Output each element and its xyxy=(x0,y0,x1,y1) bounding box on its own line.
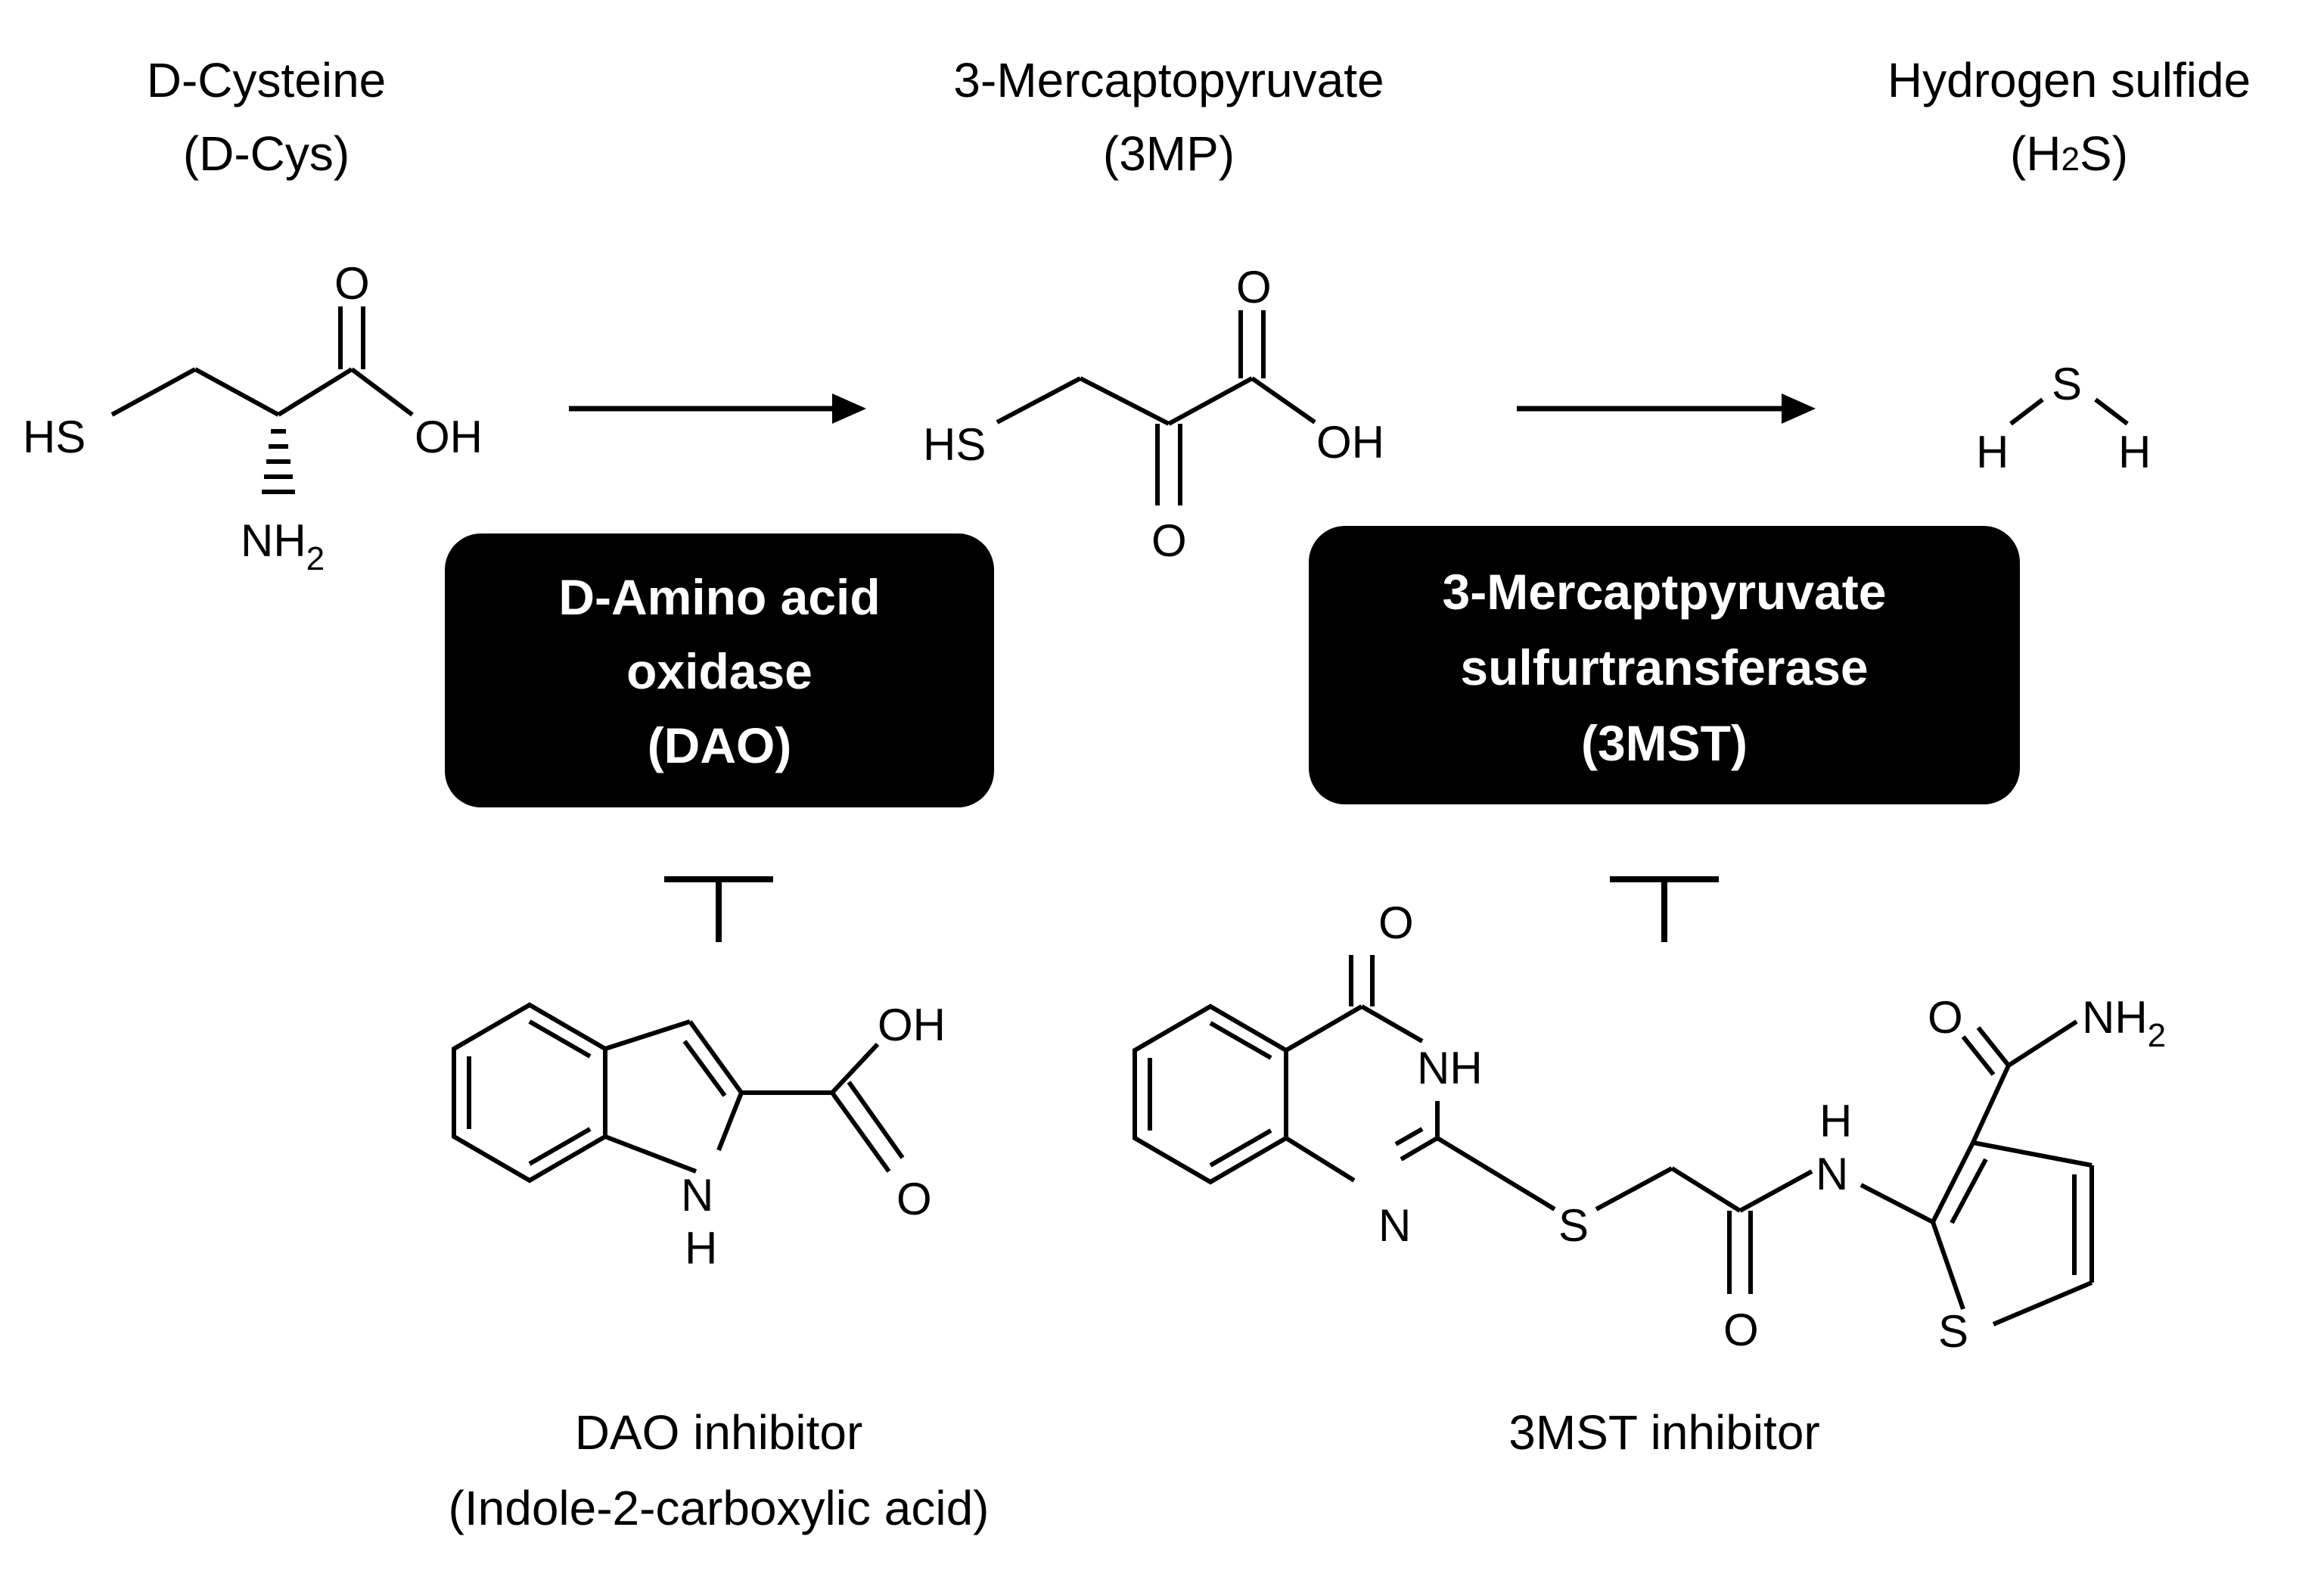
h2s-name: Hydrogen sulfide xyxy=(1887,53,2251,107)
reaction-arrow-2 xyxy=(1517,393,1816,424)
mst-o-carbonyl-atom: O xyxy=(1378,897,1414,948)
mp3-name: 3-Mercaptopyruvate xyxy=(953,53,1384,107)
h2s-h-right-atom: H xyxy=(2118,427,2151,477)
indole-o-atom: O xyxy=(896,1174,932,1224)
mst-inhibitor-caption: 3MST inhibitor xyxy=(1508,1405,1819,1460)
h2s-h-left-atom: H xyxy=(1976,427,2009,477)
mst-nh-atom: NH xyxy=(1417,1043,1483,1093)
mst-enzyme-box: 3-Mercaptpyruvate sulfurtransferase (3MS… xyxy=(1309,526,2020,804)
mp3-o-top-atom: O xyxy=(1236,262,1272,313)
h2s-structure xyxy=(2009,397,2129,426)
dcys-oh-atom: OH xyxy=(415,412,483,462)
mst-line2: sulfurtransferase xyxy=(1460,639,1868,695)
indole-oh-atom: OH xyxy=(878,1000,946,1050)
mp3-oh-atom: OH xyxy=(1316,417,1384,468)
indole-h-atom: H xyxy=(685,1223,717,1274)
dao-inhibitor-caption-2: (Indole-2-carboxylic acid) xyxy=(449,1481,990,1535)
mst-line1: 3-Mercaptpyruvate xyxy=(1443,564,1887,620)
dao-enzyme-box: D-Amino acid oxidase (DAO) xyxy=(445,533,994,807)
dao-line2: oxidase xyxy=(626,643,812,699)
dao-inhibitor-caption-1: DAO inhibitor xyxy=(575,1405,863,1460)
dcys-abbr: (D-Cys) xyxy=(183,126,350,181)
mst-thiophene-s-atom: S xyxy=(1938,1306,1968,1357)
mp3-abbr: (3MP) xyxy=(1103,126,1235,181)
mp3-hs-atom: HS xyxy=(923,419,986,470)
mst-inhibition-symbol xyxy=(1610,876,1719,942)
mst-n-atom: N xyxy=(1378,1200,1411,1251)
dao-line1: D-Amino acid xyxy=(558,569,880,625)
h2s-abbr: (H2S) xyxy=(2010,126,2128,181)
indole-n-atom: N xyxy=(681,1170,713,1221)
mst-amide-n-atom: N xyxy=(1816,1149,1848,1199)
mst-o-carboxamide-atom: O xyxy=(1928,992,1963,1043)
dcys-structure xyxy=(110,306,414,494)
mst-amide-h-atom: H xyxy=(1819,1096,1852,1146)
dao-inhibition-symbol xyxy=(664,876,773,942)
reaction-arrow-1 xyxy=(569,393,866,424)
mp3-structure xyxy=(996,310,1316,505)
mst-s-linker-atom: S xyxy=(1558,1200,1589,1251)
dcys-name: D-Cysteine xyxy=(147,53,387,107)
mst-nh2-atom: NH2 xyxy=(2082,992,2166,1054)
dcys-hs-atom: HS xyxy=(23,412,85,462)
dcys-o-atom: O xyxy=(334,258,370,309)
dao-inhibitor-structure xyxy=(452,1002,905,1183)
mst-line3: (3MST) xyxy=(1581,715,1748,771)
dao-line3: (DAO) xyxy=(648,717,792,773)
mst-inhibitor-structure xyxy=(1132,955,2094,1327)
dcys-nh2-atom: NH2 xyxy=(241,515,325,577)
mp3-o-bottom-atom: O xyxy=(1151,515,1187,566)
mst-o-amide-atom: O xyxy=(1723,1305,1759,1355)
h2s-s-atom: S xyxy=(2052,359,2082,409)
